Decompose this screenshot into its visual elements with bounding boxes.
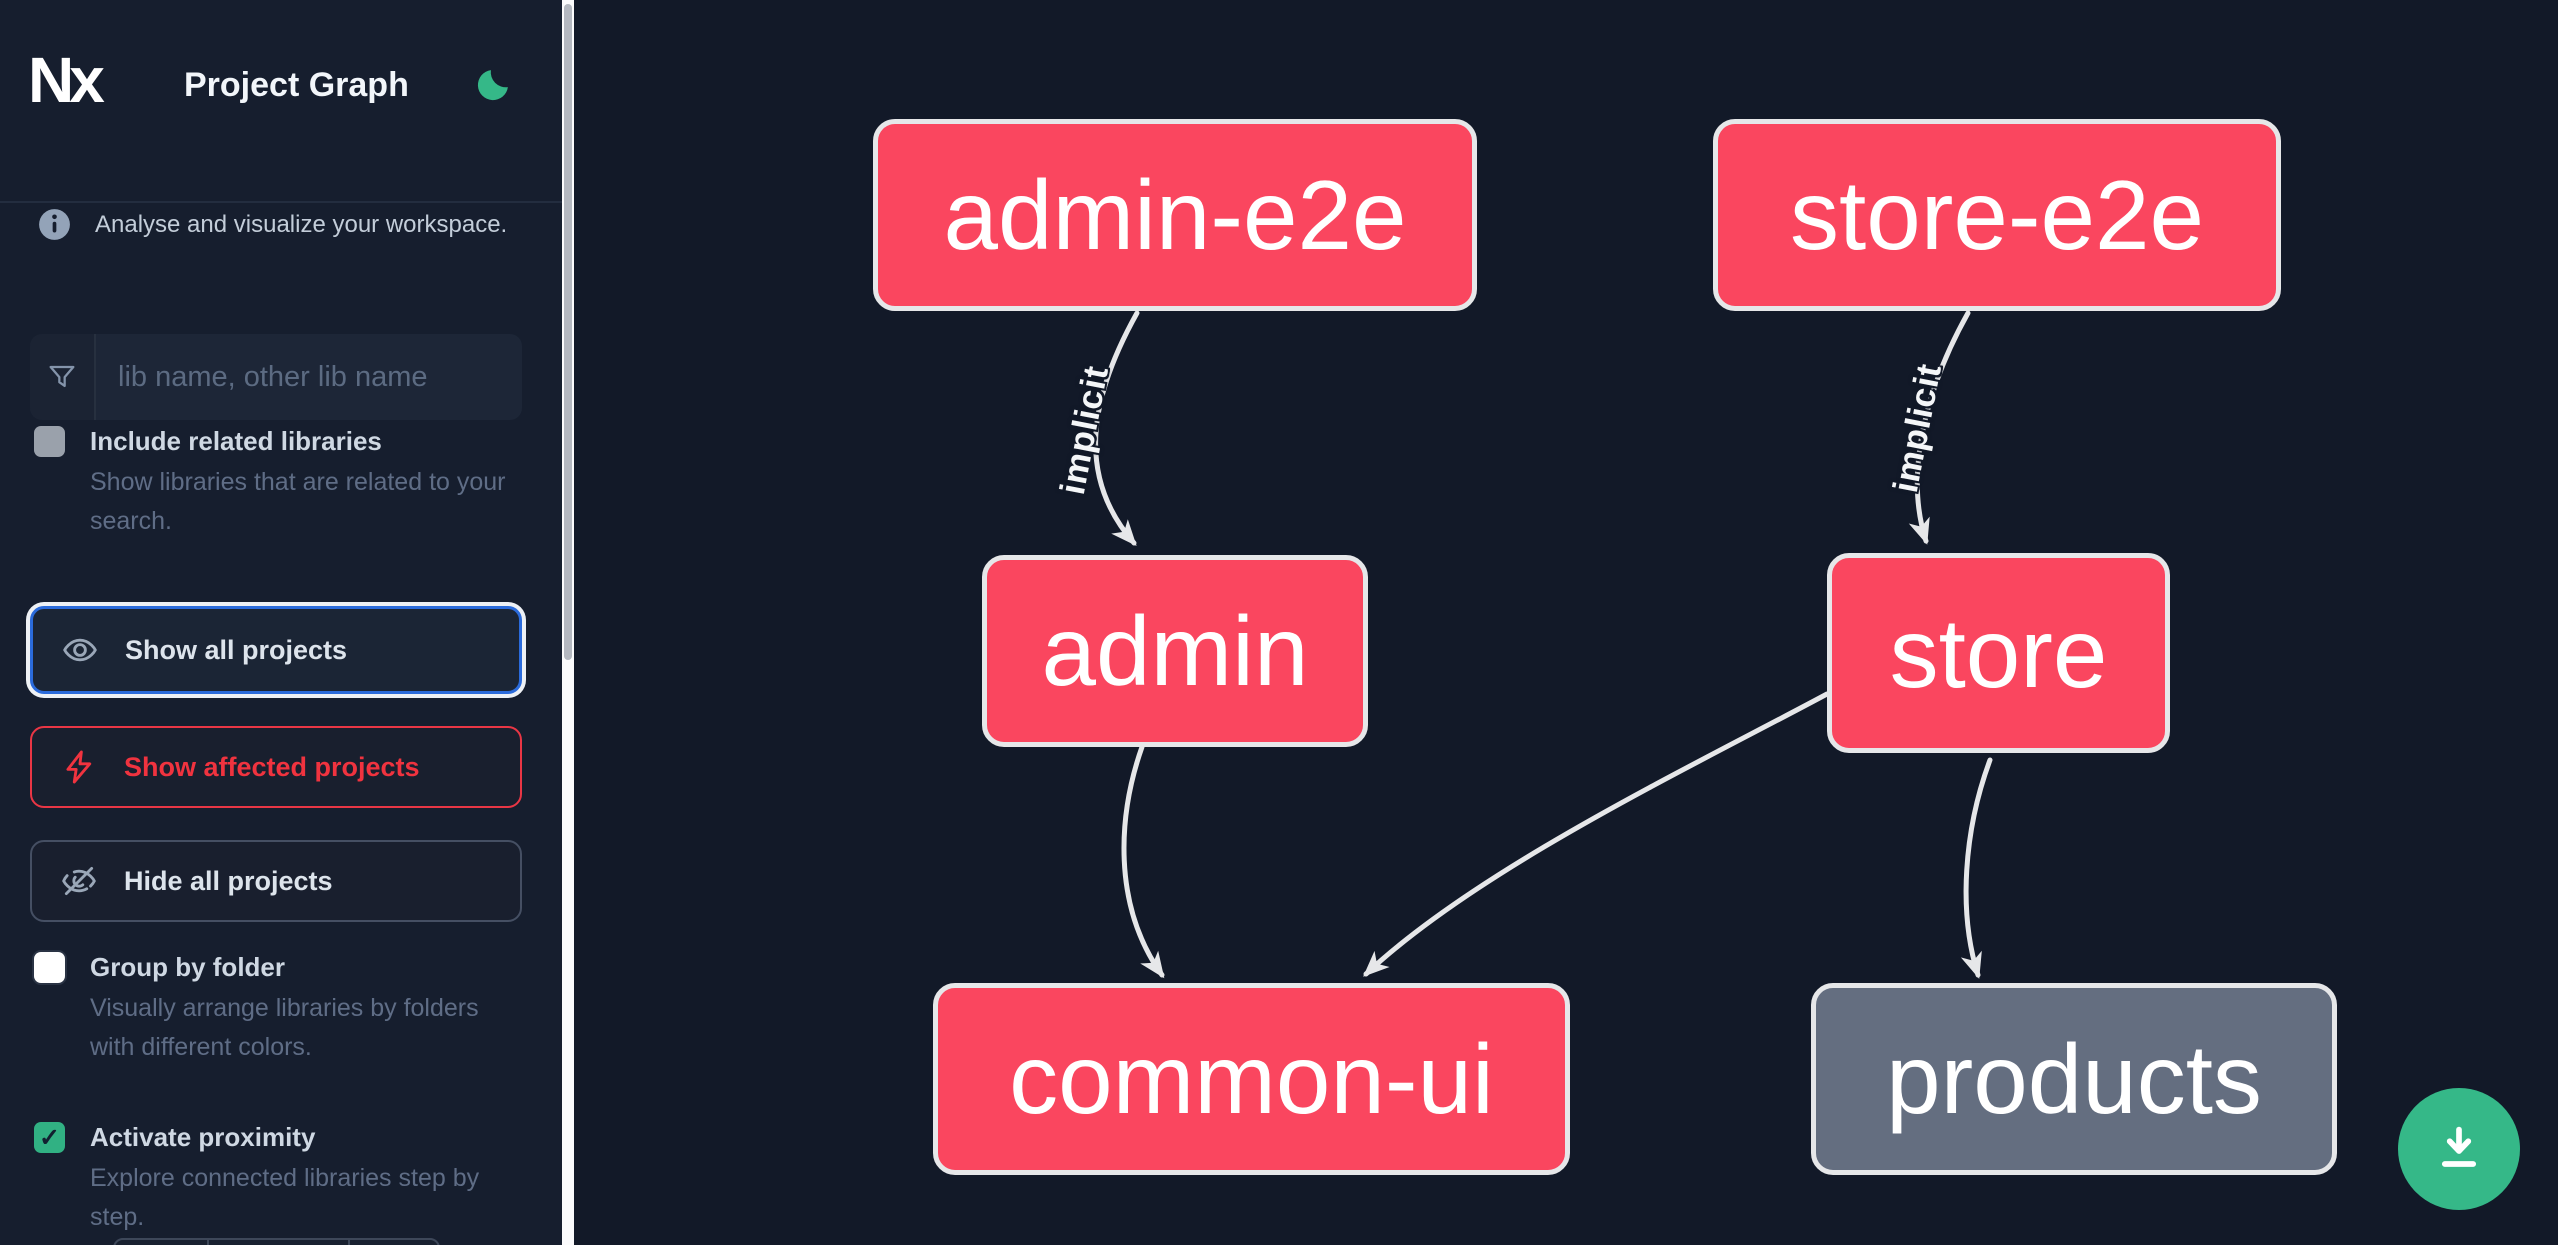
dependency-edges (1093, 310, 1993, 979)
show-affected-projects-button[interactable]: Show affected projects (30, 726, 522, 808)
sidebar: Nx Project Graph Analyse and visualize y… (0, 0, 562, 1245)
edge-admin-common-ui (1121, 744, 1165, 979)
include-related-checkbox[interactable] (34, 426, 65, 457)
info-icon (39, 209, 70, 240)
bolt-icon (66, 750, 92, 784)
button-label: Hide all projects (124, 865, 333, 896)
button-label: Show all projects (125, 634, 348, 665)
node-common-ui[interactable]: common-ui (933, 983, 1570, 1175)
stepper-decrement[interactable] (115, 1240, 209, 1245)
group-by-folder-checkbox[interactable] (34, 952, 65, 983)
option-label: Group by folder (90, 952, 285, 982)
proximity-depth-stepper[interactable] (113, 1238, 440, 1245)
option-activate-proximity: ✓ Activate proximity Explore connected l… (34, 1120, 534, 1237)
edge-store-common-ui (1363, 691, 1830, 977)
eye-off-icon (62, 866, 96, 896)
workspace-info: Analyse and visualize your workspace. (36, 206, 507, 243)
stepper-value (209, 1240, 350, 1245)
node-admin-e2e[interactable]: admin-e2e (873, 119, 1477, 311)
option-description: Explore connected libraries step by step… (90, 1164, 480, 1231)
edge-store-e2e-store (1908, 310, 1971, 545)
sidebar-scrollbar-track (562, 0, 574, 1245)
download-icon (2441, 1126, 2477, 1167)
option-group-by-folder: Group by folder Visually arrange librari… (34, 950, 534, 1067)
download-graph-button[interactable] (2398, 1088, 2520, 1210)
nx-logo: Nx (28, 44, 105, 116)
activate-proximity-checkbox[interactable]: ✓ (34, 1122, 65, 1153)
filter-funnel-icon (49, 365, 75, 388)
option-label: Activate proximity (90, 1122, 316, 1152)
hide-all-projects-button[interactable]: Hide all projects (30, 840, 522, 922)
button-label: Show affected projects (124, 751, 420, 782)
node-admin[interactable]: admin (982, 555, 1368, 747)
info-text: Analyse and visualize your workspace. (95, 210, 508, 238)
filter-icon-cell (30, 334, 96, 420)
node-products[interactable]: products (1811, 983, 2337, 1175)
show-all-projects-button[interactable]: Show all projects (30, 606, 522, 694)
stepper-increment[interactable] (350, 1240, 438, 1245)
node-store-e2e[interactable]: store-e2e (1713, 119, 2281, 311)
option-label: Include related libraries (90, 426, 382, 456)
node-store[interactable]: store (1827, 553, 2170, 753)
header-divider (0, 201, 562, 203)
search-input[interactable] (96, 334, 522, 420)
project-graph-canvas[interactable]: implicit implicit admin-e2e store-e2e ad… (574, 0, 2558, 1245)
edge-store-products (1960, 757, 1993, 979)
sidebar-scrollbar-thumb[interactable] (564, 4, 572, 660)
option-description: Show libraries that are related to your … (90, 468, 506, 535)
check-icon: ✓ (39, 1123, 60, 1152)
search-box (30, 334, 522, 420)
edge-admin-e2e-admin (1093, 310, 1140, 547)
option-include-related: Include related libraries Show libraries… (34, 424, 534, 541)
option-description: Visually arrange libraries by folders wi… (90, 994, 479, 1061)
eye-icon (63, 638, 97, 662)
page-title: Project Graph (184, 66, 409, 104)
dark-mode-toggle-moon-icon[interactable] (472, 64, 514, 106)
